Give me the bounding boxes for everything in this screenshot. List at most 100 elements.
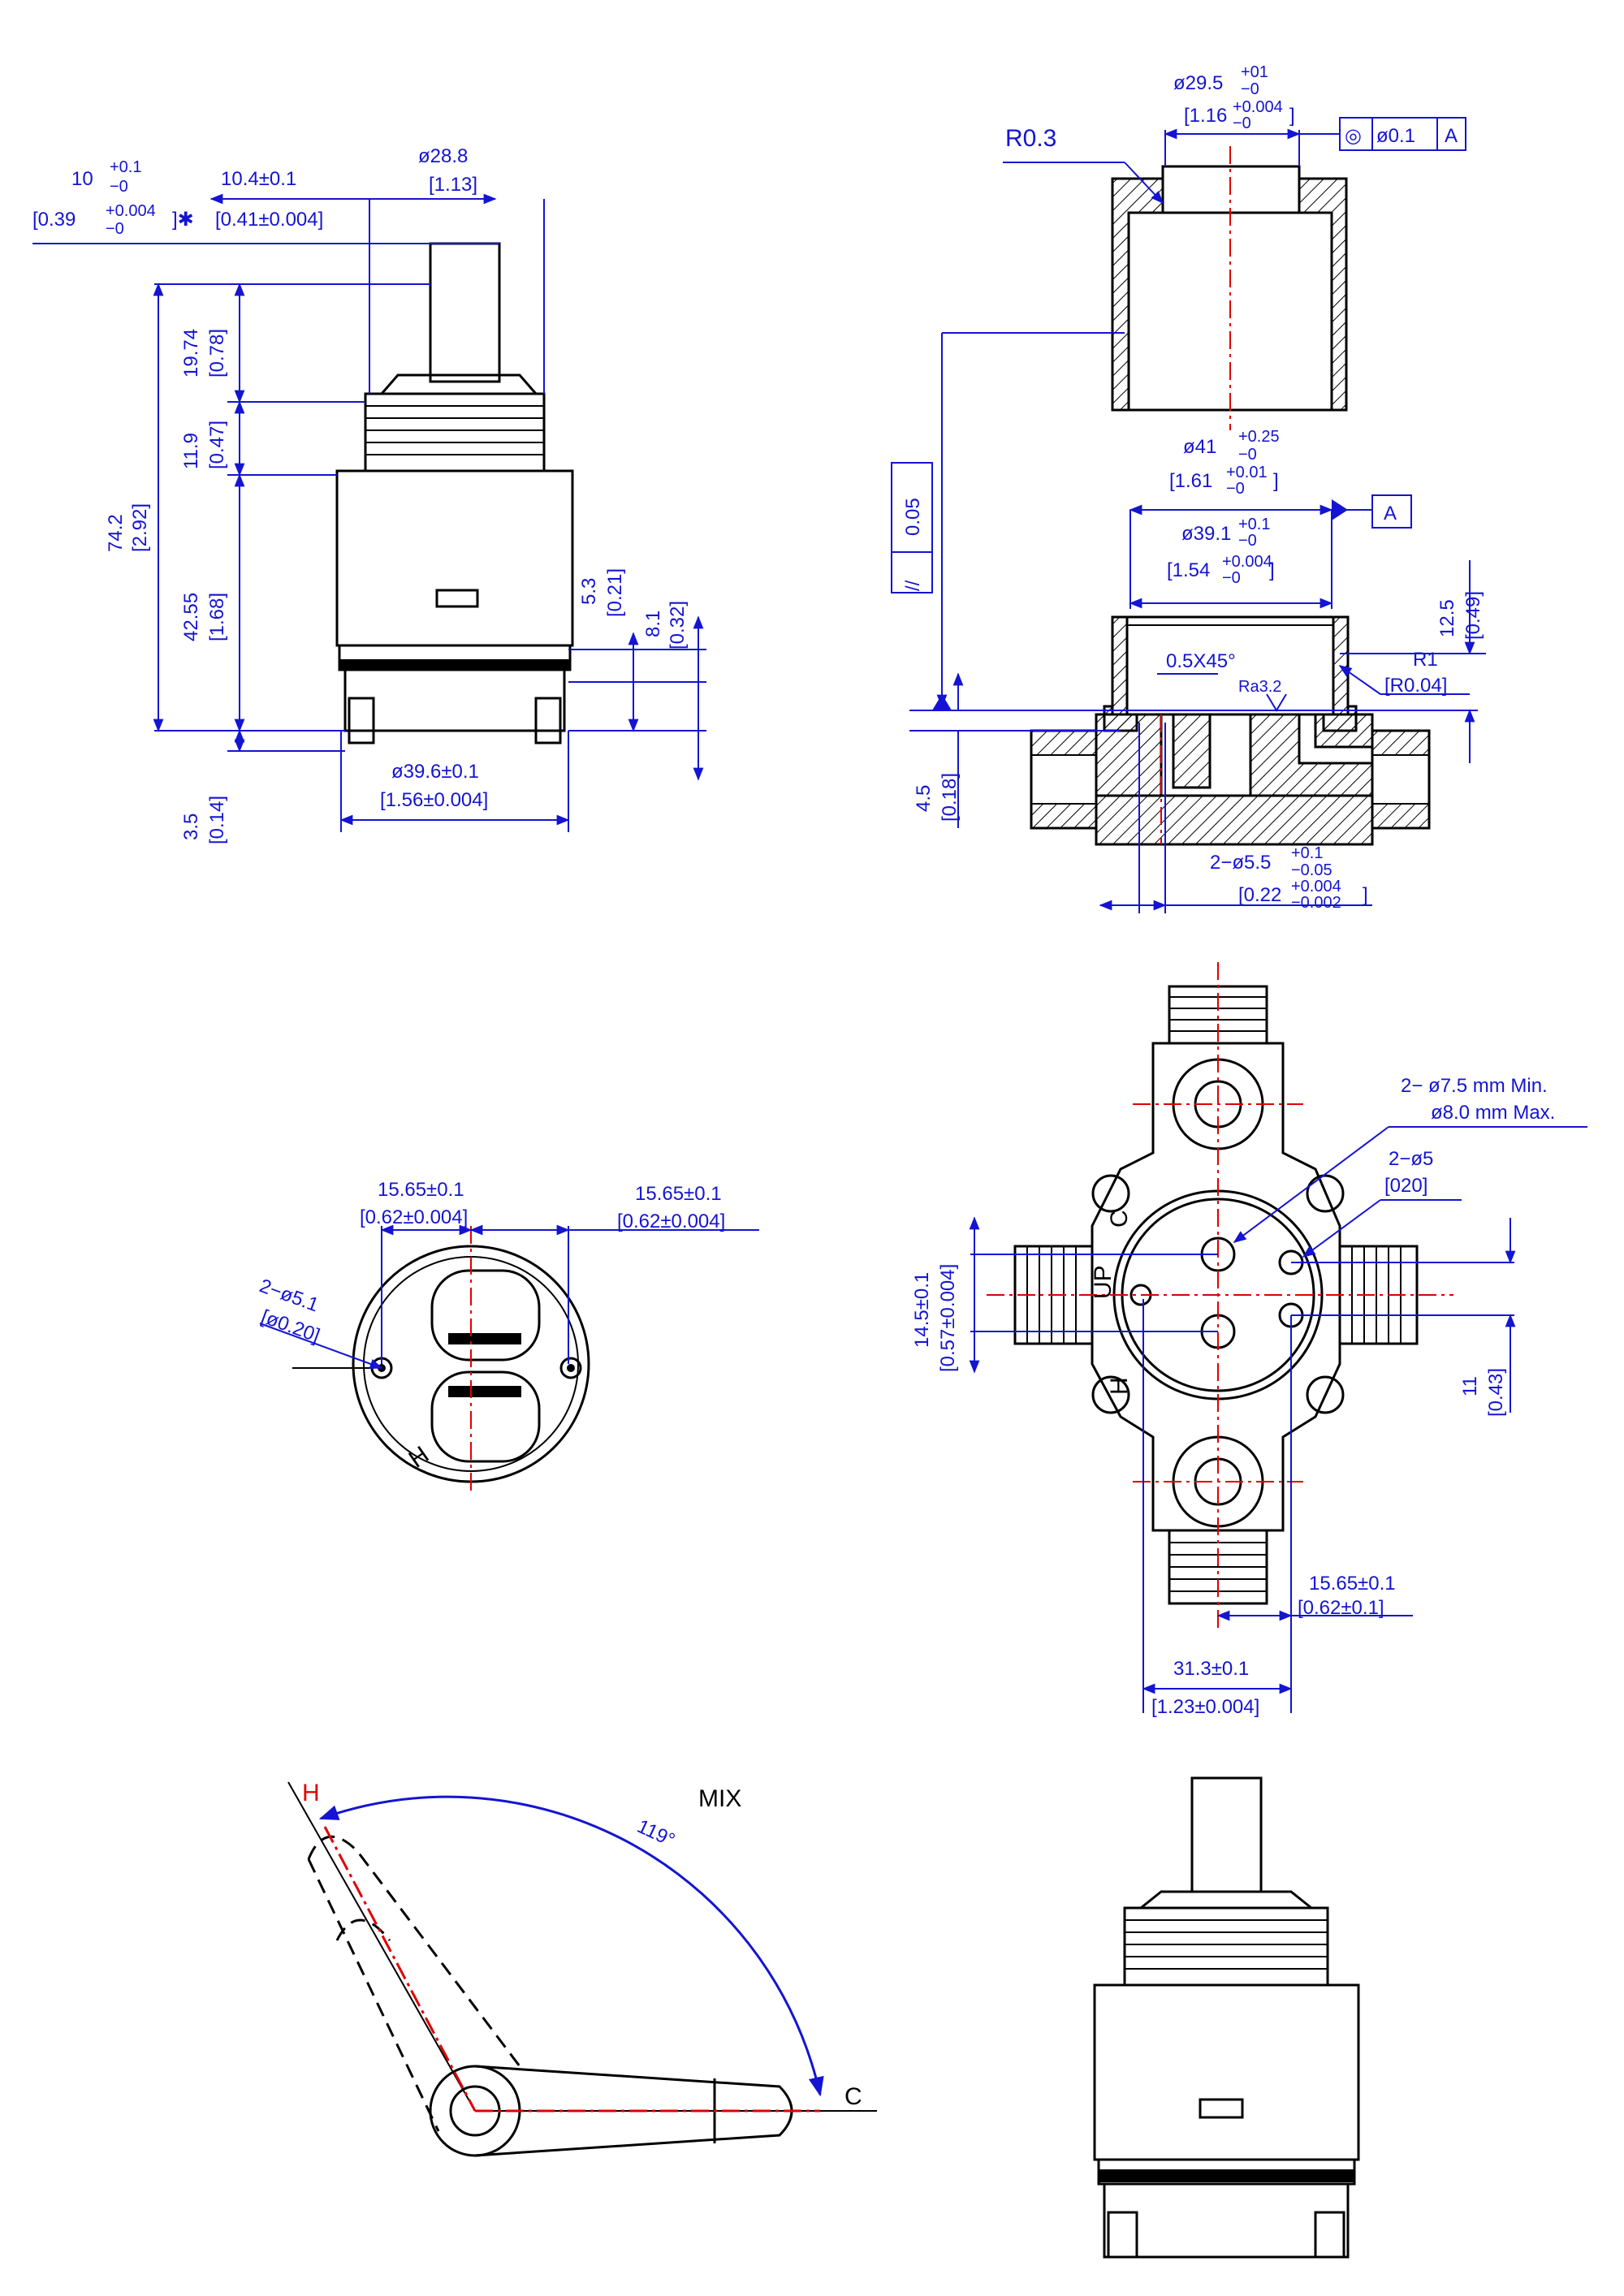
valve-body-section: [1030, 615, 1431, 846]
concentricity-frame: ◎ ø0.1 A: [1339, 117, 1466, 151]
dim-125: 12.5: [1436, 599, 1458, 637]
concentric-tol: ø0.1: [1376, 125, 1415, 147]
dim-dia-41-minus: −0: [1238, 446, 1257, 464]
bottom-view: H 15.65±0.1 [0.62±0.004] 15.65±0.1 [0.62…: [257, 1179, 759, 1494]
dim-161: [1.61: [1169, 470, 1212, 492]
dim-bore-1: 2− ø7.5 mm Min.: [1401, 1075, 1548, 1097]
dim-022-plus: +0.004: [1291, 878, 1341, 896]
dim-113: [1.13]: [429, 174, 477, 196]
dim-021: [0.21]: [604, 568, 626, 617]
lever-arc: [318, 1795, 824, 2097]
dim-032: [0.32]: [667, 601, 689, 650]
dim-holes-plus: +0.1: [1291, 844, 1323, 862]
dim-bore-2: ø8.0 mm Max.: [1431, 1102, 1555, 1124]
dim-039: [0.39: [32, 209, 76, 231]
dim-116-minus: −0: [1233, 114, 1251, 132]
bottom-h-mark: H: [404, 1441, 434, 1473]
dim-313: 31.3±0.1: [1173, 1658, 1249, 1680]
lever-mix-label: MIX: [698, 1785, 741, 1812]
parallel-tol: 0.05: [902, 498, 924, 536]
body-up-mark: UP: [1090, 1265, 1116, 1299]
body-c-mark: C: [1106, 1210, 1133, 1228]
dim-dia-295: ø29.5: [1173, 72, 1223, 94]
body-dimension-text: 2− ø7.5 mm Min. ø8.0 mm Max. 2−ø5 [020] …: [911, 1075, 1555, 1718]
dim-161-minus: −0: [1226, 480, 1245, 498]
cartridge-outline: [1093, 1776, 1360, 2259]
dim-45: 4.5: [913, 785, 935, 812]
dim-116: [1.16: [1184, 105, 1227, 127]
section-dimension-text: R0.3 ø29.5 +01 −0 [1.16 +0.004 −0 ] ◎ ø0…: [891, 63, 1484, 912]
dim-104: 10.4±0.1: [221, 168, 296, 190]
datum-a-box: A: [1348, 494, 1412, 529]
dim-dia-391-minus: −0: [1238, 532, 1257, 550]
parallelism-frame: // 0.05: [891, 462, 933, 593]
dim-022-end: ]: [1363, 884, 1368, 906]
dim-154-minus: −0: [1222, 569, 1241, 587]
parallel-symbol: //: [902, 580, 924, 591]
dim-53: 5.3: [578, 578, 600, 605]
bottom-port-lower: [430, 1370, 541, 1463]
side-view-thread: [365, 405, 544, 455]
dim-022: [0.22: [1238, 884, 1281, 906]
dim-161-end: ]: [1273, 470, 1279, 492]
dim-1565-body: 15.65±0.1: [1309, 1573, 1396, 1595]
dim-057: [0.57±0.004]: [937, 1264, 959, 1372]
dim-r004: [R0.04]: [1384, 675, 1447, 697]
dim-r03: R0.3: [1005, 125, 1056, 152]
dim-r1: R1: [1413, 649, 1438, 671]
section-view: R0.3 ø29.5 +01 −0 [1.16 +0.004 −0 ] ◎ ø0…: [891, 63, 1486, 913]
dim-1974: 19.74: [180, 329, 202, 378]
dim-154: [1.54: [1167, 559, 1210, 581]
dim-154-plus: +0.004: [1222, 553, 1272, 571]
side-view: 10 +0.1 −0 [0.39 +0.004 −0 ]✱ 10.4±0.1 […: [32, 145, 706, 844]
concentric-datum: A: [1445, 125, 1458, 147]
datum-a-triangle-2: [932, 694, 952, 710]
dim-dia-41-plus: +0.25: [1238, 428, 1280, 446]
dim-35: 3.5: [180, 814, 202, 840]
dim-292: [2.92]: [129, 503, 151, 552]
dim-049: [0.49]: [1462, 591, 1484, 640]
dim-022-minus: −0.002: [1291, 894, 1341, 912]
dim-145: 14.5±0.1: [911, 1272, 933, 1348]
bottom-port-upper: [430, 1269, 541, 1362]
dim-043: [0.43]: [1485, 1368, 1507, 1417]
dim-1565-left: 15.65±0.1: [378, 1179, 464, 1201]
cartridge-seal: [1099, 2169, 1354, 2182]
dim-116-end: ]: [1289, 105, 1295, 127]
dim-018: [0.18]: [939, 773, 961, 822]
lever-hot-line: [287, 1781, 476, 2112]
dim-81: 8.1: [642, 611, 664, 637]
dim-020b: [020]: [1384, 1175, 1427, 1197]
dim-holes: 2−ø5.5: [1210, 852, 1271, 874]
dim-116-plus: +0.004: [1233, 98, 1283, 116]
dim-154-end: ]: [1269, 559, 1275, 581]
section-centerlines: [1160, 146, 1231, 844]
dim-039-suffix: ]✱: [172, 209, 194, 231]
dim-dia-288: ø28.8: [418, 145, 468, 167]
pin-right: [559, 1357, 582, 1379]
dim-4255: 42.55: [180, 593, 202, 641]
body-dimension-lines: [969, 1126, 1587, 1713]
dim-041: [0.41±0.004]: [215, 209, 323, 231]
dim-119: 11.9: [180, 433, 202, 469]
pin-right-center: [567, 1364, 575, 1372]
bottom-dimension-text: 15.65±0.1 [0.62±0.004] 15.65±0.1 [0.62±0…: [257, 1179, 725, 1347]
dim-dia-396: ø39.6±0.1: [391, 761, 479, 783]
dim-039-minus: −0: [106, 220, 124, 238]
side-view-dimension-lines: [32, 193, 706, 832]
dim-047: [0.47]: [206, 421, 228, 469]
roughness: Ra3.2: [1238, 678, 1281, 696]
dim-pins-5: 2−ø5: [1389, 1148, 1433, 1170]
dim-168: [1.68]: [206, 593, 228, 641]
dim-039-plus: +0.004: [106, 202, 156, 220]
body-h-mark: H: [1106, 1377, 1133, 1395]
dim-10-minus: −0: [110, 178, 128, 196]
dim-dia-391-plus: +0.1: [1238, 516, 1270, 533]
dim-123: [1.23±0.004]: [1151, 1696, 1259, 1718]
dim-dia-41: ø41: [1183, 436, 1216, 458]
dim-014: [0.14]: [206, 796, 228, 844]
bottom-slot-upper: [448, 1333, 521, 1344]
bottom-dimension-lines: [259, 1224, 759, 1370]
body-centerlines: [987, 962, 1453, 1628]
